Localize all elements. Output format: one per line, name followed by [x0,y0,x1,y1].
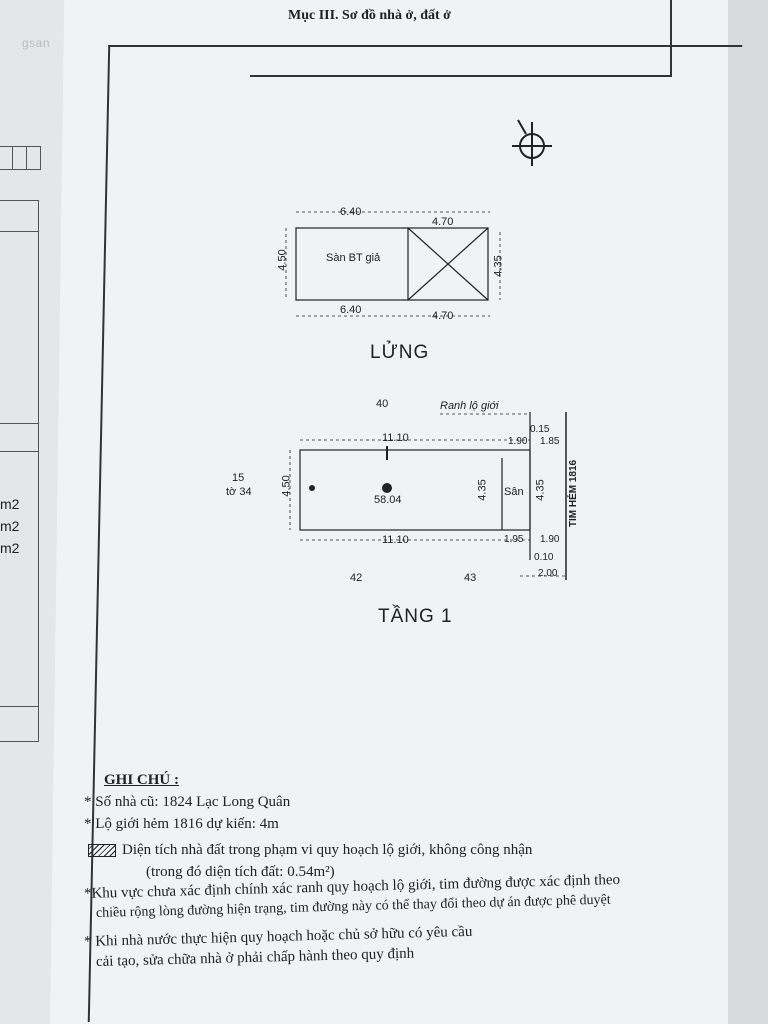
north-arrow-icon [512,119,552,166]
mezz-left-height: 4.50 [276,249,289,271]
mezz-bottom-width-1: 6.40 [340,304,362,316]
mezz-top-width-1: 6.40 [340,206,362,218]
note-old-address: * Số nhà cũ: 1824 Lạc Long Quân [84,794,291,810]
mezz-bottom-width-2: 4.70 [432,310,454,322]
neighbor-parcel-bottom-left: 42 [350,572,363,584]
note-hatch-area: (trong đó diện tích đất: 0.54m²) [146,864,335,880]
neighbor-parcel-top: 40 [376,398,389,410]
gf-right-height: 4.35 [534,479,547,501]
ground-floor-plan [299,412,531,560]
yard-label: Sân [504,486,524,498]
note-hatch: Diện tích nhà đất trong phạm vi quy hoạc… [88,840,532,860]
alley-label: TIM HẺM 1816 [568,459,580,528]
floor-area: 58.04 [374,494,402,506]
parcel-left-sheet: tờ 34 [226,486,252,498]
bottom-offset: 0.10 [534,552,554,563]
bottom-length: 11.10 [382,534,409,546]
mezz-right-height: 4.35 [492,255,505,277]
neighbor-parcel-bottom-right: 43 [464,572,477,584]
mezz-top-width-2: 4.70 [432,216,454,228]
watermark: gsan [22,36,51,50]
unit-label: m2 [0,496,20,512]
document-page [50,0,760,1024]
mezz-room-label: Sàn BT giả [326,252,381,264]
parcel-left-number: 15 [232,472,245,484]
note-road-plan: * Lộ giới hẻm 1816 dự kiến: 4m [84,816,279,832]
ground-floor-title: TẦNG 1 [378,606,453,627]
setback-label: Ranh lộ giới [440,400,499,412]
section-title: Mục III. Sơ đồ nhà ở, đất ở [288,8,451,23]
note-hatch-text: Diện tích nhà đất trong phạm vi quy hoạc… [122,842,533,858]
bottom-right-a: 1.95 [504,534,524,545]
gf-left-height: 4.50 [280,475,293,497]
bottom-right-c: 2.00 [538,568,558,579]
form-cells [0,146,41,170]
bottom-right-b: 1.90 [540,534,560,545]
adjacent-page-right [728,0,768,1024]
hatch-legend-icon [88,844,116,858]
ground-floor-dimensions [289,413,566,577]
top-offset: 0.15 [530,424,550,435]
top-length: 11.10 [382,432,409,444]
mezzanine-title: LỬNG [370,342,430,363]
notes-title: GHI CHÚ : [104,772,179,788]
gf-inner-height: 4.35 [476,479,489,501]
unit-label: m2 [0,518,20,534]
unit-label: m2 [0,540,20,556]
top-right-a: 1.90 [508,436,528,447]
mezzanine-plan [295,227,489,301]
top-right-b: 1.85 [540,436,560,447]
form-table [0,200,39,742]
header-box [250,0,672,77]
mezzanine-dimensions [285,211,501,317]
